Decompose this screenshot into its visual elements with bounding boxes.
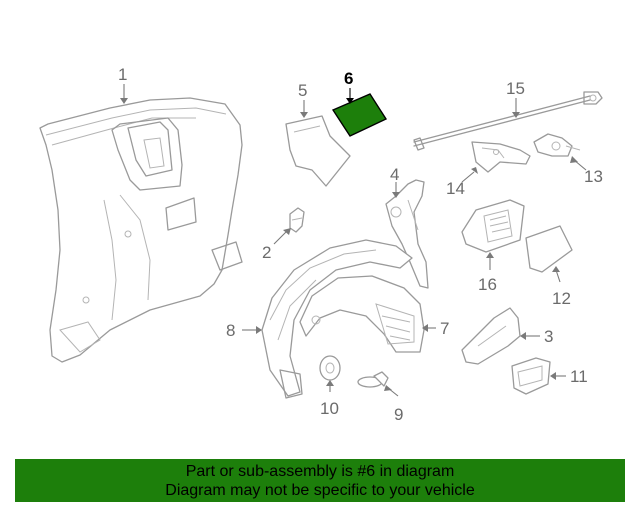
part-11-cover[interactable] — [511, 357, 551, 395]
leader-5 — [300, 100, 308, 118]
leader-4 — [392, 182, 400, 198]
part-12-fuel-door[interactable] — [525, 225, 573, 273]
callout-5: 5 — [298, 81, 307, 100]
leader-8 — [242, 326, 262, 334]
part-1-quarter-panel[interactable] — [39, 97, 243, 363]
leader-12 — [552, 266, 561, 283]
leader-9 — [384, 385, 399, 397]
part-5-trim-panel[interactable] — [285, 115, 351, 187]
leader-6 — [346, 88, 354, 104]
callout-4: 4 — [390, 165, 399, 184]
part-14-bracket[interactable] — [471, 141, 531, 173]
leader-7 — [422, 324, 436, 332]
callout-15: 15 — [506, 79, 525, 98]
callout-16: 16 — [478, 275, 497, 294]
part-15-cable[interactable] — [413, 91, 603, 151]
leader-2 — [273, 228, 291, 245]
part-10-grommet[interactable] — [319, 355, 341, 381]
callout-7: 7 — [440, 319, 449, 338]
callout-13: 13 — [584, 167, 603, 186]
leader-16 — [486, 252, 494, 270]
leader-3 — [520, 332, 540, 340]
callout-6: 6 — [344, 69, 353, 88]
footer-line-1: Part or sub-assembly is #6 in diagram — [185, 463, 455, 480]
part-8-wheel-liner[interactable] — [261, 239, 413, 399]
part-13-actuator[interactable] — [533, 133, 581, 157]
part-6-highlighted-panel[interactable] — [331, 93, 388, 137]
callout-12: 12 — [552, 289, 571, 308]
callout-3: 3 — [544, 327, 553, 346]
callout-10: 10 — [320, 399, 339, 418]
leader-10 — [326, 380, 334, 392]
callout-9: 9 — [394, 405, 403, 424]
leader-1 — [120, 84, 128, 104]
part-4-filler-hinge[interactable] — [385, 179, 429, 289]
parts-diagram: 1 2 5 6 15 — [39, 65, 603, 424]
callout-11: 11 — [570, 367, 588, 386]
part-7-inner-liner[interactable] — [299, 275, 425, 353]
part-9-push-clip[interactable] — [357, 371, 389, 388]
part-2-clip[interactable] — [289, 207, 305, 233]
leader-13 — [570, 156, 587, 171]
callout-14: 14 — [446, 179, 465, 198]
leader-11 — [550, 372, 566, 380]
callout-1: 1 — [118, 65, 127, 84]
footer-banner: Part or sub-assembly is #6 in diagram Di… — [15, 459, 625, 502]
leader-14 — [461, 167, 478, 183]
callout-8: 8 — [226, 321, 235, 340]
footer-line-2: Diagram may not be specific to your vehi… — [165, 482, 475, 499]
leader-15 — [512, 98, 520, 118]
part-3-bracket[interactable] — [461, 307, 521, 365]
callout-2: 2 — [262, 243, 271, 262]
part-16-fuel-door-housing[interactable] — [461, 199, 525, 253]
